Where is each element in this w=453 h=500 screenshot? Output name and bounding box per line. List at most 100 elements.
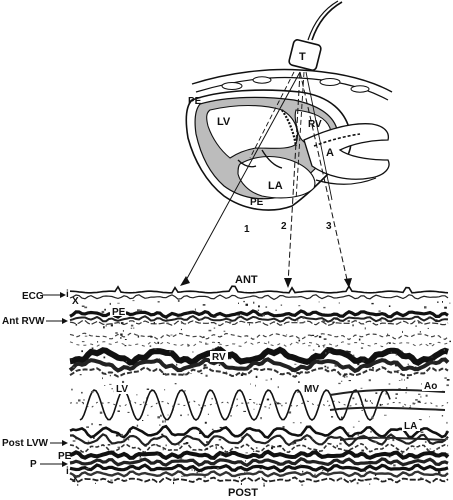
beam-1-arrow: [180, 276, 190, 286]
echo-speckle: [374, 477, 378, 480]
echo-speckle: [358, 420, 360, 422]
echo-speckle: [257, 309, 260, 312]
septum-echo-2: [68, 357, 450, 374]
echo-speckle: [430, 356, 434, 358]
trace-label-rv: RV: [212, 352, 226, 363]
echo-speckle: [148, 442, 151, 444]
mmode-top-label: ANT: [235, 274, 258, 286]
echo-speckle: [415, 325, 417, 327]
echo-speckle: [110, 479, 113, 481]
echo-speckle: [370, 430, 372, 433]
ultrasound-beams: 1 2 3: [180, 71, 352, 288]
rv-speckle-2: [69, 341, 449, 348]
echo-speckle: [362, 434, 364, 436]
echo-speckle: [281, 404, 283, 407]
echo-speckle: [380, 320, 382, 322]
echo-speckle: [123, 439, 125, 440]
echo-speckle: [111, 388, 113, 390]
echo-speckle: [202, 304, 206, 306]
echo-speckle: [150, 336, 153, 338]
echo-speckle: [325, 352, 327, 355]
echo-speckle: [271, 473, 273, 476]
echo-speckle: [85, 468, 89, 470]
echo-speckle: [237, 314, 240, 316]
echo-speckle: [392, 438, 395, 442]
echo-speckle: [314, 473, 316, 476]
echo-speckle: [401, 452, 404, 455]
echo-speckle: [393, 464, 396, 467]
echo-speckle: [420, 395, 422, 398]
echo-speckle: [274, 401, 277, 403]
side-mark-i-bottom: i: [66, 466, 69, 477]
echo-speckle: [323, 338, 327, 340]
echo-speckle: [429, 343, 432, 345]
label-ant-rvw: Ant RVW: [2, 316, 45, 327]
echo-speckle: [240, 373, 244, 376]
echo-speckle: [406, 387, 408, 389]
echo-speckle: [218, 438, 222, 441]
echo-speckle: [166, 322, 169, 325]
echo-speckle: [327, 400, 329, 402]
echo-speckle: [205, 374, 208, 377]
echo-speckle: [249, 399, 252, 400]
echo-speckle: [332, 360, 334, 363]
echo-speckle: [261, 477, 263, 479]
echo-speckle: [433, 360, 435, 362]
echo-speckle: [97, 341, 99, 343]
echo-speckle: [189, 310, 192, 312]
echo-speckle: [219, 426, 222, 429]
echo-speckle: [104, 308, 106, 311]
echo-speckle: [145, 444, 147, 447]
echo-speckle: [288, 411, 292, 414]
echo-speckle: [117, 302, 120, 304]
echo-speckle: [395, 393, 398, 395]
echo-speckle: [128, 439, 130, 441]
echo-speckle: [199, 432, 202, 434]
echo-speckle: [205, 342, 207, 345]
echo-speckle: [339, 477, 342, 480]
echo-speckle: [130, 324, 134, 327]
echo-speckle: [425, 394, 428, 397]
echo-speckle: [139, 457, 142, 459]
echo-speckle: [352, 354, 355, 357]
echo-speckle: [361, 409, 363, 411]
echo-speckle: [304, 438, 307, 441]
echo-speckle: [164, 389, 166, 391]
mitral-leaflet-motion: [79, 389, 391, 421]
echo-speckle: [332, 321, 335, 323]
echo-speckle: [84, 335, 88, 337]
echo-speckle: [397, 370, 400, 371]
echo-speckle: [249, 323, 250, 326]
echo-speckle: [120, 333, 123, 336]
echo-speckle: [444, 377, 447, 379]
echo-speckle: [387, 438, 390, 440]
echo-speckle: [133, 327, 135, 329]
echo-speckle: [115, 335, 117, 336]
echo-speckle: [262, 314, 265, 317]
echo-speckle: [194, 469, 196, 472]
echo-speckle: [446, 421, 448, 424]
echo-speckle: [352, 397, 355, 400]
echo-speckle: [444, 306, 447, 309]
echo-speckle: [339, 471, 342, 473]
pulmonary-vessel: [315, 177, 377, 185]
echo-speckle: [107, 444, 111, 446]
echo-speckle: [216, 467, 219, 470]
label-pe-left: PE: [58, 451, 72, 462]
echo-speckle: [449, 302, 451, 304]
echo-speckle: [214, 316, 217, 318]
echo-speckle: [347, 432, 350, 434]
label-aorta: A: [326, 147, 334, 159]
echo-speckle: [388, 305, 391, 307]
echo-speckle: [245, 452, 248, 454]
echo-speckle: [297, 391, 299, 393]
echo-speckle: [341, 416, 343, 419]
echo-speckle: [334, 364, 338, 367]
echo-speckle: [183, 475, 186, 477]
echo-speckle: [271, 447, 274, 450]
echo-speckle: [438, 471, 441, 474]
echo-speckle: [238, 476, 240, 479]
echo-speckle: [121, 322, 124, 325]
label-p: P: [30, 459, 37, 470]
mmode-strip: ANT POST ECG Ant RVW Post LVW PE P i X i…: [2, 274, 451, 499]
